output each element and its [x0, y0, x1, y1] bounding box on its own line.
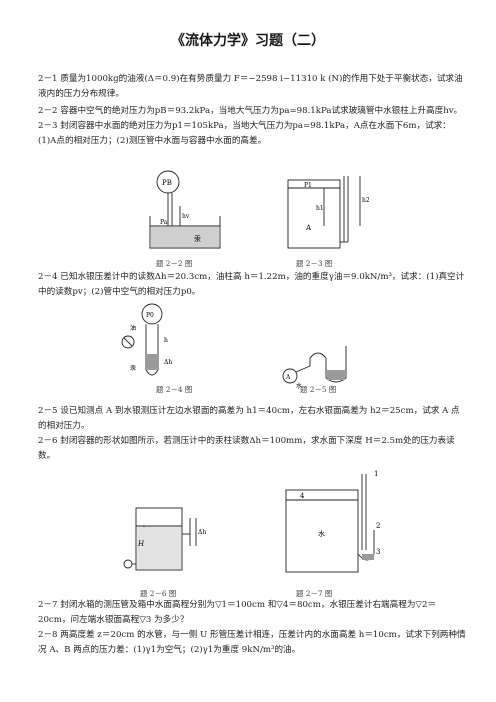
caption-2-7: 题 2－7 图 — [296, 589, 333, 598]
problem-2-2: 2－2 容器中空气的绝对压力为pB＝93.2kPa，当地大气压力为pa=98.1… — [38, 106, 463, 116]
figure-2-7: 1 4 水 2 3 — [285, 470, 380, 573]
label-h: h — [164, 337, 168, 344]
label-oil: 油 — [130, 324, 136, 332]
problem-2-8: 2－8 两高度差 z＝20cm 的水管，与一侧 U 形管压差计相连，压差计内的水… — [38, 630, 466, 655]
label-dh: Δh — [164, 359, 172, 366]
label-pB: PB — [162, 179, 172, 187]
label-H: H — [137, 540, 145, 548]
label-mercury-2: 汞 — [130, 365, 136, 372]
problem-2-1: 2－1 质量为1000kg的油液(Δ＝0.9)在有势质量力 F＝−2598 i−… — [38, 74, 463, 99]
label-n3: 3 — [376, 548, 380, 556]
problem-2-4: 2－4 已知水银压差计中的读数Δh＝20.3cm，油柱高 h＝1.22m，油的重… — [38, 272, 465, 297]
label-n4: 4 — [300, 492, 305, 500]
label-pa: Pa — [160, 219, 168, 226]
caption-2-4: 题 2－4 图 — [156, 385, 193, 394]
label-p1: P1 — [304, 182, 312, 189]
label-hv: hv — [182, 213, 190, 220]
label-h1: h1 — [316, 205, 324, 212]
page-title: 《流体力学》习题（二） — [171, 33, 325, 49]
problem-2-6: 2－6 封闭容器的形状如图所示，若测压计中的汞柱读数Δh＝100mm，求水面下深… — [38, 436, 455, 461]
label-n1: 1 — [374, 470, 378, 478]
caption-2-5: 题 2－5 图 — [300, 385, 337, 394]
label-n2: 2 — [376, 522, 380, 530]
figure-2-6: H Δh — [123, 507, 206, 571]
figure-2-5: A 水 — [282, 346, 347, 390]
figure-2-4: P0 油 h Δh 汞 — [121, 303, 172, 376]
label-water: 水 — [296, 382, 302, 390]
label-A: A — [305, 224, 312, 232]
figure-2-2: PB Pa hv 汞 — [149, 170, 221, 249]
problem-2-7: 2－7 封闭水箱的测压管及箱中水面高程分别为▽1＝100cm 和▽4＝80cm，… — [38, 600, 437, 625]
label-A-2: A — [285, 374, 291, 381]
caption-2-6: 题 2－6 图 — [140, 589, 177, 598]
problem-2-5: 2－5 设已知测点 A 到水银测压计左边水银面的高差为 h1＝40cm，左右水银… — [38, 406, 460, 431]
caption-2-3: 题 2－3 图 — [296, 259, 333, 268]
label-p0: P0 — [146, 312, 154, 319]
label-mercury: 汞 — [194, 235, 201, 243]
label-dh-2: Δh — [198, 529, 206, 536]
problem-2-3: 2－3 封闭容器中水面的绝对压力为p1＝105kPa，当地大气压力为pa=98.… — [38, 121, 451, 146]
figure-2-3: P1 h1 h2 A — [287, 176, 370, 249]
caption-2-2: 题 2－2 图 — [156, 259, 193, 268]
label-water-2: 水 — [318, 529, 325, 538]
label-h2: h2 — [362, 197, 370, 204]
